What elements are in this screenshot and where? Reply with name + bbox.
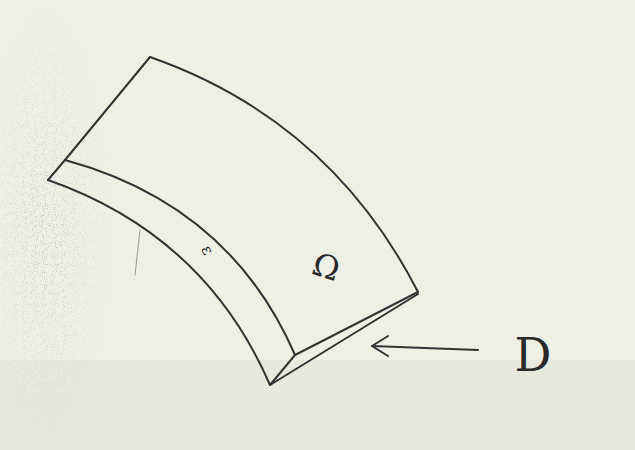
front-bottom-edge [48, 180, 270, 385]
left-edge [65, 57, 150, 160]
right-thickness [270, 355, 295, 385]
domain-label: Ω [308, 248, 343, 287]
back-edge [150, 57, 418, 292]
speckle [0, 0, 160, 450]
left-thickness [48, 160, 65, 180]
arrow-label: D [515, 332, 552, 378]
thickness-label: ε [198, 242, 216, 257]
sketch-tick [135, 230, 140, 275]
right-edge [295, 292, 418, 355]
end-bottom-edge [270, 294, 418, 385]
arrow-head [372, 336, 388, 356]
arrow-shaft [372, 346, 478, 350]
